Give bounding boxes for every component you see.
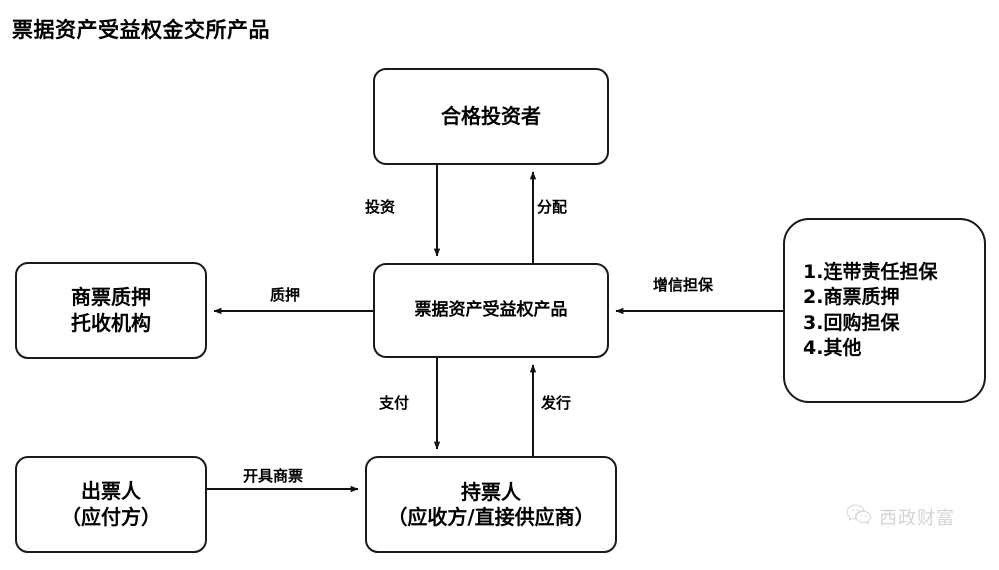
- edge-label-distribute: 分配: [537, 198, 568, 216]
- node-bill-holder-label: 持票人 （应收方/直接供应商）: [387, 479, 595, 529]
- node-bill-holder[interactable]: 持票人 （应收方/直接供应商）: [365, 456, 617, 553]
- watermark: 西政财富: [846, 504, 955, 530]
- wechat-icon: [846, 504, 872, 530]
- watermark-text: 西政财富: [879, 508, 955, 529]
- node-bill-drawer-label: 出票人 （应付方）: [61, 478, 161, 529]
- node-pledge-collection-agency-label: 商票质押 托收机构: [71, 284, 151, 335]
- node-bill-asset-beneficiary-right-product[interactable]: 票据资产受益权产品: [373, 263, 609, 358]
- node-credit-enhancement-measures-label: 1.连带责任担保 2.商票质押 3.回购担保 4.其他: [803, 260, 938, 359]
- node-bill-asset-beneficiary-right-product-label: 票据资产受益权产品: [414, 299, 568, 320]
- node-qualified-investor-label: 合格投资者: [441, 103, 541, 128]
- node-pledge-collection-agency[interactable]: 商票质押 托收机构: [15, 262, 207, 359]
- edge-label-credit-enhancement: 增信担保: [653, 276, 714, 294]
- edge-label-pledge: 质押: [270, 286, 301, 304]
- node-credit-enhancement-measures[interactable]: 1.连带责任担保 2.商票质押 3.回购担保 4.其他: [783, 218, 986, 403]
- edge-label-invest: 投资: [365, 198, 396, 216]
- node-qualified-investor[interactable]: 合格投资者: [373, 68, 609, 165]
- node-bill-drawer[interactable]: 出票人 （应付方）: [15, 456, 207, 553]
- page-title: 票据资产受益权金交所产品: [12, 18, 270, 42]
- edge-label-issue: 发行: [541, 394, 572, 412]
- edge-label-pay: 支付: [379, 394, 410, 412]
- edge-label-issue-note: 开具商票: [243, 467, 304, 485]
